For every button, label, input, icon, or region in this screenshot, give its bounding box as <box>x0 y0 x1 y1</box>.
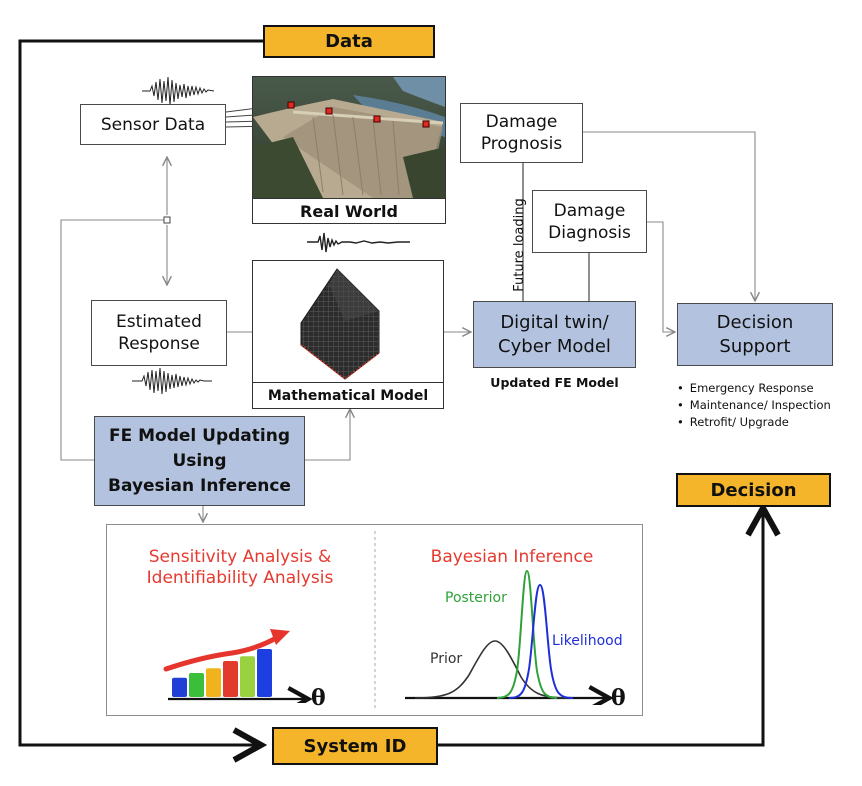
fe-model-updating-label: FE Model Updating Using Bayesian Inferen… <box>108 425 291 496</box>
damage-diagnosis-label: Damage Diagnosis <box>548 200 631 243</box>
sensor-markers <box>287 101 430 128</box>
sensitivity-chart <box>163 629 332 703</box>
sensitivity-bar <box>240 656 255 697</box>
decision-support-label: Decision Support <box>716 311 794 357</box>
decision-label-text: Decision <box>710 479 797 501</box>
prognosis-to-support-arrow <box>583 131 755 301</box>
fe-mesh-graphic <box>300 268 380 380</box>
decision-support-box: Decision Support <box>677 303 833 366</box>
damage-prognosis-box: Damage Prognosis <box>460 103 583 163</box>
trend-arrowhead <box>270 629 290 645</box>
digital-twin-box: Digital twin/ Cyber Model <box>473 301 636 368</box>
digital-twin-label: Digital twin/ Cyber Model <box>498 311 611 357</box>
decision-options-list: Emergency Response Maintenance/ Inspecti… <box>677 380 831 431</box>
analysis-panel: Sensitivity Analysis & Identifiability A… <box>106 524 643 716</box>
estimated-response-label: Estimated Response <box>116 312 202 354</box>
decision-option: Retrofit/ Upgrade <box>677 414 831 431</box>
sensitivity-bar <box>172 677 187 697</box>
mathematical-model-frame: Mathematical Model <box>252 260 444 409</box>
data-loop-line <box>18 39 263 745</box>
real-world-frame: Real World <box>252 76 446 224</box>
system-id-label-text: System ID <box>303 735 407 757</box>
data-label: Data <box>263 25 435 58</box>
sensitivity-title: Sensitivity Analysis & Identifiability A… <box>146 547 334 588</box>
likelihood-curve <box>508 583 574 699</box>
decision-option: Emergency Response <box>677 380 831 397</box>
damage-diagnosis-box: Damage Diagnosis <box>532 190 647 253</box>
prior-label: Prior <box>430 651 463 667</box>
decision-label: Decision <box>676 473 831 507</box>
sensitivity-bar <box>189 673 204 697</box>
damage-prognosis-label: Damage Prognosis <box>480 112 563 154</box>
estimated-signal-icon <box>132 367 212 395</box>
updated-fe-model-caption: Updated FE Model <box>490 375 619 390</box>
decision-option: Maintenance/ Inspection <box>677 397 831 414</box>
sensitivity-bar <box>206 668 221 697</box>
sensitivity-bars <box>172 649 272 697</box>
sensitivity-bar <box>257 649 272 697</box>
feedback-left-line <box>60 219 164 461</box>
ground-motion-icon <box>307 232 410 253</box>
dam-photo <box>253 77 445 198</box>
posterior-label: Posterior <box>445 590 507 606</box>
system-id-label: System ID <box>272 727 438 765</box>
junction-node <box>163 216 171 224</box>
data-label-text: Data <box>325 31 373 52</box>
bayesian-chart <box>405 569 637 705</box>
mathematical-model-caption: Mathematical Model <box>253 382 443 410</box>
sensor-signal-icon <box>142 76 215 106</box>
estimated-response-box: Estimated Response <box>91 300 227 366</box>
sensitivity-bar <box>223 661 238 697</box>
decision-line <box>438 511 763 747</box>
panel-divider <box>374 531 376 711</box>
prior-curve <box>414 640 568 699</box>
sensor-data-box: Sensor Data <box>80 104 226 145</box>
future-loading-label: Future loading <box>512 198 527 292</box>
trend-arrow-icon <box>163 634 281 672</box>
fe-model-updating-box: FE Model Updating Using Bayesian Inferen… <box>94 416 305 506</box>
real-world-caption: Real World <box>253 198 445 225</box>
likelihood-label: Likelihood <box>552 633 623 649</box>
updating-to-math-arrow <box>305 409 350 461</box>
diagnosis-to-support-arrow <box>647 221 675 332</box>
sensitivity-theta-label: θ <box>311 685 326 711</box>
bayesian-title: Bayesian Inference <box>430 547 594 567</box>
bayesian-theta-label: θ <box>611 685 626 711</box>
posterior-curve <box>496 569 558 699</box>
sensor-data-label: Sensor Data <box>100 114 206 135</box>
